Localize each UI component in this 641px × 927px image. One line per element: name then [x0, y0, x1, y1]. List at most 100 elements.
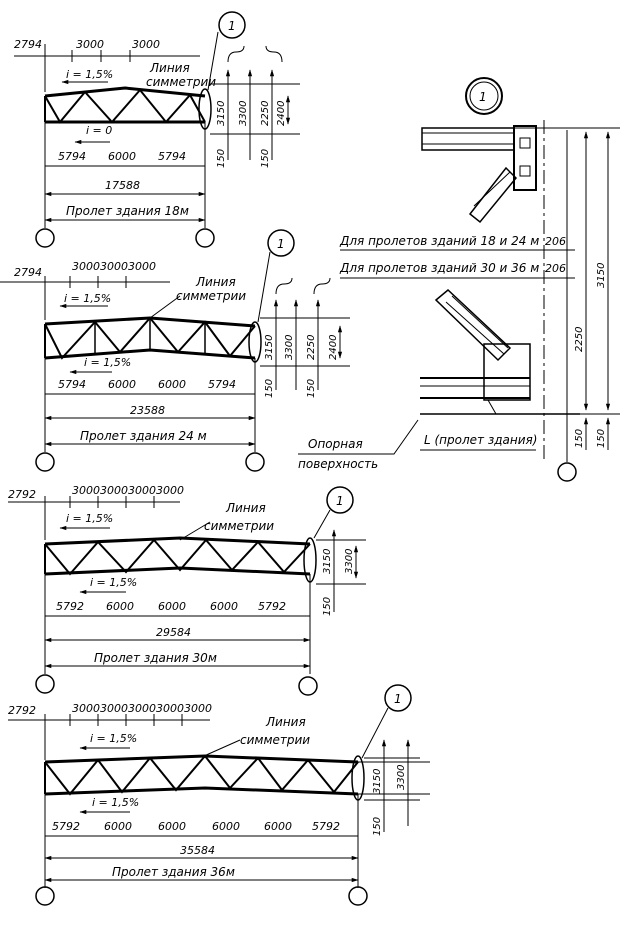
truss-24m-offset-2: 3000 — [72, 260, 100, 273]
detail-callout-inner — [469, 81, 499, 111]
truss-18m-height-dims — [210, 45, 300, 160]
detail-height-2250: 2250 — [574, 327, 585, 352]
detail-vertical-dims — [514, 127, 620, 450]
truss-36m-slope-top: i = 1,5% — [90, 732, 137, 745]
detail-callout-outer — [465, 77, 503, 115]
truss-36m-support-150: 150 — [372, 817, 383, 836]
truss-36m-panel-2: 6000 — [104, 820, 132, 833]
truss-24m-offset-3: 3000 — [100, 260, 128, 273]
truss-18m-height-2250: 2250 — [260, 101, 271, 126]
truss-30m-panel-4: 6000 — [210, 600, 238, 613]
truss-30m-symmetry-line-1: Линия — [225, 501, 266, 515]
truss-18m-slope-top: i = 1,5% — [66, 68, 113, 81]
truss-36m-members — [44, 754, 430, 796]
truss-18m-offset-2: 3000 — [76, 38, 104, 51]
detail-label-18-24: Для пролетов зданий 18 и 24 м — [339, 234, 539, 248]
truss-36m-height-3150: 3150 — [372, 769, 383, 794]
truss-24m-elevation: 2794 3000 3000 3000 i = 1,5% Линия симме… — [0, 229, 350, 472]
truss-18m-callout-number: 1 — [228, 19, 236, 33]
truss-18m-panel-1: 5794 — [58, 150, 86, 163]
truss-18m-support-150-a: 150 — [216, 149, 227, 168]
truss-36m-offset-4: 3000 — [128, 702, 156, 715]
truss-30m-panel-2: 6000 — [106, 600, 134, 613]
detail-lower-node — [420, 288, 580, 415]
truss-18m-members — [44, 86, 206, 124]
truss-24m-panel-1: 5794 — [58, 378, 86, 391]
truss-30m-offset-5: 3000 — [156, 484, 184, 497]
truss-36m-symmetry-line-2: симметрии — [240, 733, 310, 747]
support-node-detail: 1 Для пролетов зданий 18 и 24 м 206 Для … — [298, 77, 620, 482]
truss-18m-overall: 17588 — [105, 179, 140, 192]
truss-36m-offset-3: 3000 — [100, 702, 128, 715]
truss-36m-panel-6: 5792 — [312, 820, 340, 833]
truss-36m-panel-4: 6000 — [212, 820, 240, 833]
truss-18m-symmetry-line-1: Линия — [149, 61, 190, 75]
truss-24m-slope-bottom: i = 1,5% — [84, 356, 131, 369]
truss-30m-panel-3: 6000 — [158, 600, 186, 613]
truss-30m-height-dims — [316, 529, 366, 612]
truss-30m-height-3150: 3150 — [322, 549, 333, 574]
truss-36m-panel-3: 6000 — [158, 820, 186, 833]
truss-24m-panel-4: 5794 — [208, 378, 236, 391]
truss-24m-node-callout-ellipse — [248, 321, 262, 363]
truss-18m-axis-right — [195, 228, 215, 248]
truss-30m-overall: 29584 — [156, 626, 191, 639]
truss-18m-elevation: 2794 3000 3000 i = 1,5% Линия симметрии … — [14, 11, 300, 248]
truss-18m-support-150-b: 150 — [260, 149, 271, 168]
truss-24m-height-2400: 2400 — [328, 335, 339, 360]
truss-30m-members — [44, 536, 311, 576]
detail-gap-18-24: 206 — [545, 235, 566, 248]
truss-30m-offset-2: 3000 — [72, 484, 100, 497]
detail-support-label-2: поверхность — [298, 457, 378, 471]
truss-24m-callout-circle — [267, 229, 295, 257]
truss-30m-callout-circle — [326, 486, 354, 514]
truss-36m-span-label: Пролет здания 36м — [112, 865, 235, 879]
truss-18m-slope-bottom: i = 0 — [86, 124, 112, 137]
truss-24m-height-dims — [260, 277, 350, 390]
truss-24m-offset-1: 2794 — [14, 266, 42, 279]
detail-gap-30-36: 206 — [545, 262, 566, 275]
truss-30m-support-150: 150 — [322, 597, 333, 616]
detail-axis-label: L (пролет здания) — [424, 433, 537, 447]
truss-36m-overall: 35584 — [180, 844, 215, 857]
truss-24m-offset-4: 3000 — [128, 260, 156, 273]
truss-36m-callout-circle — [384, 684, 412, 712]
truss-24m-top-ticks — [44, 276, 127, 320]
truss-36m-symmetry-line-1: Линия — [265, 715, 306, 729]
detail-axis-marker — [557, 462, 577, 482]
truss-24m-support-150-a: 150 — [264, 379, 275, 398]
truss-24m-support-150-b: 150 — [306, 379, 317, 398]
truss-36m-offset-5: 3000 — [156, 702, 184, 715]
truss-36m-top-ticks — [44, 714, 183, 760]
truss-24m-height-3300: 3300 — [284, 335, 295, 360]
truss-24m-overall: 23588 — [130, 404, 165, 417]
truss-36m-panel-1: 5792 — [52, 820, 80, 833]
truss-18m-offset-1: 2794 — [14, 38, 42, 51]
truss-18m-offset-3: 3000 — [132, 38, 160, 51]
truss-30m-span-label: Пролет здания 30м — [94, 651, 217, 665]
truss-36m-height-3300: 3300 — [396, 765, 407, 790]
truss-36m-slope-bottom: i = 1,5% — [92, 796, 139, 809]
truss-36m-callout-number: 1 — [394, 692, 402, 706]
truss-24m-members — [44, 316, 256, 360]
truss-36m-panel-5: 6000 — [264, 820, 292, 833]
truss-36m-axis-left — [35, 886, 55, 906]
detail-upper-node — [421, 125, 537, 224]
truss-36m-height-dims — [364, 739, 420, 832]
truss-18m-panel-2: 6000 — [108, 150, 136, 163]
truss-24m-callout-number: 1 — [277, 237, 285, 251]
truss-36m-offset-6: 3000 — [184, 702, 212, 715]
truss-30m-height-3300: 3300 — [344, 549, 355, 574]
truss-18m-symmetry-line-2: симметрии — [146, 75, 216, 89]
truss-36m-axis-right — [348, 886, 368, 906]
truss-18m-span-label: Пролет здания 18м — [66, 204, 189, 218]
truss-18m-height-3300: 3300 — [238, 101, 249, 126]
truss-18m-axis-left — [35, 228, 55, 248]
truss-30m-panel-5: 5792 — [258, 600, 286, 613]
truss-30m-slope-top: i = 1,5% — [66, 512, 113, 525]
truss-18m-height-3150: 3150 — [216, 101, 227, 126]
detail-base-150-a: 150 — [574, 429, 585, 448]
detail-callout-number: 1 — [479, 90, 487, 104]
truss-24m-panel-3: 6000 — [158, 378, 186, 391]
